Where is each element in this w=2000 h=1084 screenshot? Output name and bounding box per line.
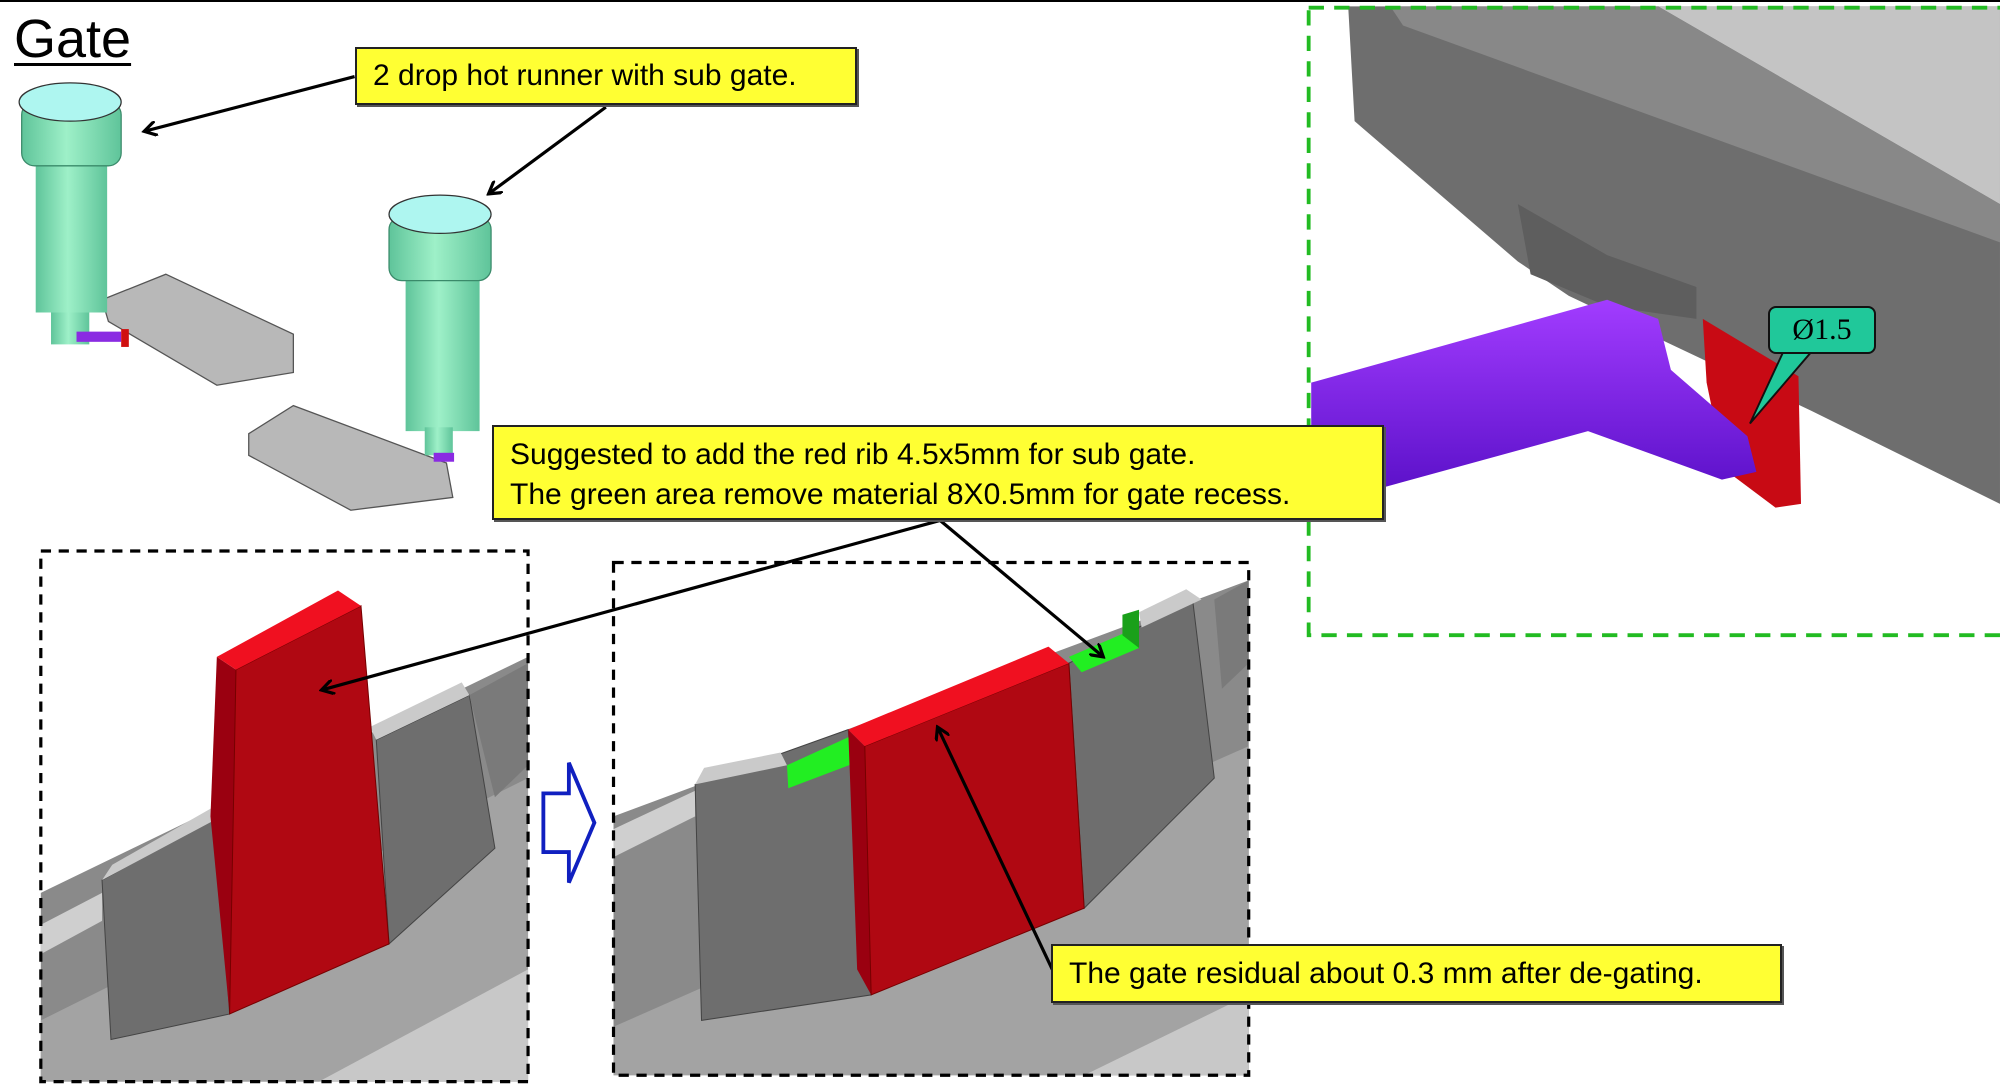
- top-border: [0, 0, 2000, 2]
- runner-purple: [1311, 299, 1757, 495]
- callout-hot-runner: 2 drop hot runner with sub gate.: [355, 47, 857, 105]
- leader-arrows: [144, 74, 1103, 971]
- red-rib-side: [210, 656, 236, 1015]
- detail-before-frame: [39, 549, 530, 1084]
- callout-gate-residual: The gate residual about 0.3 mm after de-…: [1051, 944, 1782, 1003]
- arrow-to-red-rib: [321, 518, 941, 690]
- detail-after-frame: [611, 560, 1251, 1077]
- molded-part-right: [248, 404, 454, 511]
- red-rib-top: [848, 646, 1069, 747]
- red-rib-top: [216, 590, 361, 670]
- transition-arrow-icon: [541, 761, 597, 884]
- arrow-to-runner-left: [144, 74, 355, 132]
- callout-suggestion-line2: The green area remove material 8X0.5mm f…: [510, 478, 1291, 511]
- nozzle-body-right: [405, 267, 480, 432]
- callout-suggestion: Suggested to add the red rib 4.5x5mm for…: [492, 425, 1384, 520]
- detail-before: [40, 590, 529, 1082]
- hot-runner-left: [18, 82, 295, 386]
- red-rib-front: [229, 605, 390, 1015]
- arrow-to-gate-residual: [937, 727, 1054, 971]
- red-rib-side: [848, 729, 872, 995]
- runner-purple-left: [76, 331, 122, 342]
- arrow-to-green-area: [939, 519, 1103, 656]
- molded-part-left: [101, 273, 295, 386]
- diameter-label: Ø1.5: [1768, 306, 1876, 354]
- gate-closeup: [1311, 6, 2000, 508]
- hot-runner-right: [248, 194, 492, 511]
- closeup-frame: [1306, 5, 2000, 638]
- arrow-to-runner-right: [489, 105, 607, 194]
- page-title: Gate: [14, 9, 132, 69]
- red-rib-front: [864, 662, 1085, 996]
- green-recess-left: [786, 737, 863, 789]
- callout-suggestion-line1: Suggested to add the red rib 4.5x5mm for…: [510, 438, 1196, 471]
